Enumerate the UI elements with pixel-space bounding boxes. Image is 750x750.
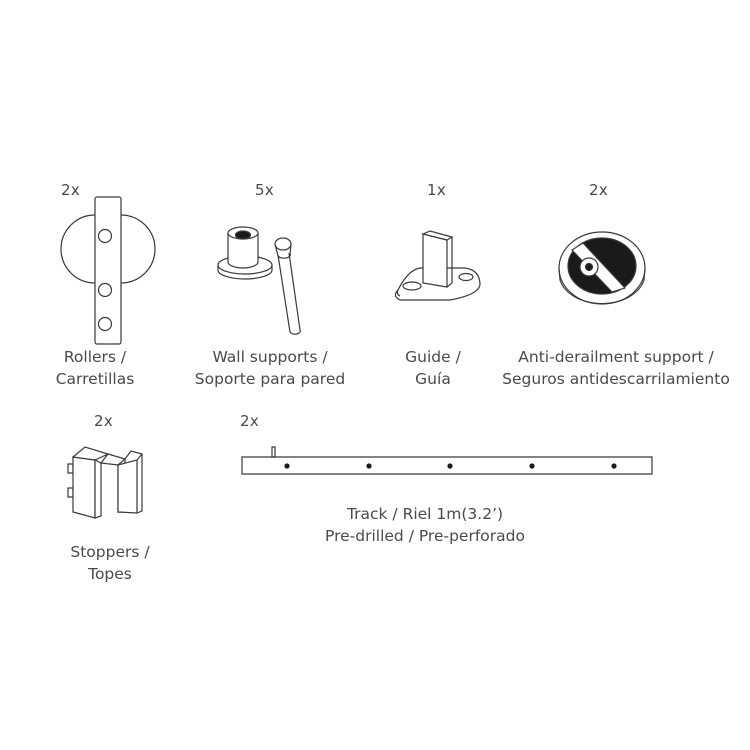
track-icon — [242, 447, 652, 474]
guide-label-es: Guía — [415, 370, 451, 388]
track-quantity: 2x — [240, 412, 260, 430]
guide-label: Guide / Guía — [383, 346, 483, 390]
rollers-label: Rollers / Carretillas — [45, 346, 145, 390]
anti-derailment-label: Anti-derailment support / Seguros antide… — [488, 346, 744, 390]
guide-quantity: 1x — [427, 181, 447, 199]
wall-support-icon — [218, 227, 300, 334]
stoppers-label-en: Stoppers / — [70, 543, 150, 561]
roller-icon — [61, 197, 155, 344]
anti-derailment-icon — [559, 232, 645, 304]
guide-label-en: Guide / — [405, 348, 461, 366]
rollers-label-en: Rollers / — [63, 348, 127, 366]
rollers-quantity: 2x — [61, 181, 81, 199]
track-label-es: Pre-drilled / Pre-perforado — [325, 527, 525, 545]
stoppers-label: Stoppers / Topes — [55, 541, 165, 585]
wall-supports-label-es: Soporte para pared — [194, 370, 346, 388]
anti-derailment-label-en: Anti-derailment support / — [518, 348, 714, 366]
stoppers-label-es: Topes — [88, 565, 132, 583]
anti-derailment-label-es: Seguros antidescarrilamiento — [502, 370, 730, 388]
rollers-label-es: Carretillas — [55, 370, 135, 388]
guide-icon — [395, 231, 480, 300]
stoppers-quantity: 2x — [94, 412, 114, 430]
wall-supports-label-en: Wall supports / — [212, 348, 328, 366]
track-label-en: Track / Riel 1m(3.2’) — [346, 505, 504, 523]
anti-derailment-quantity: 2x — [589, 181, 609, 199]
wall-supports-label: Wall supports / Soporte para pared — [180, 346, 360, 390]
track-label: Track / Riel 1m(3.2’) Pre-drilled / Pre-… — [300, 503, 550, 547]
wall-supports-quantity: 5x — [255, 181, 275, 199]
stopper-icon — [68, 447, 142, 518]
